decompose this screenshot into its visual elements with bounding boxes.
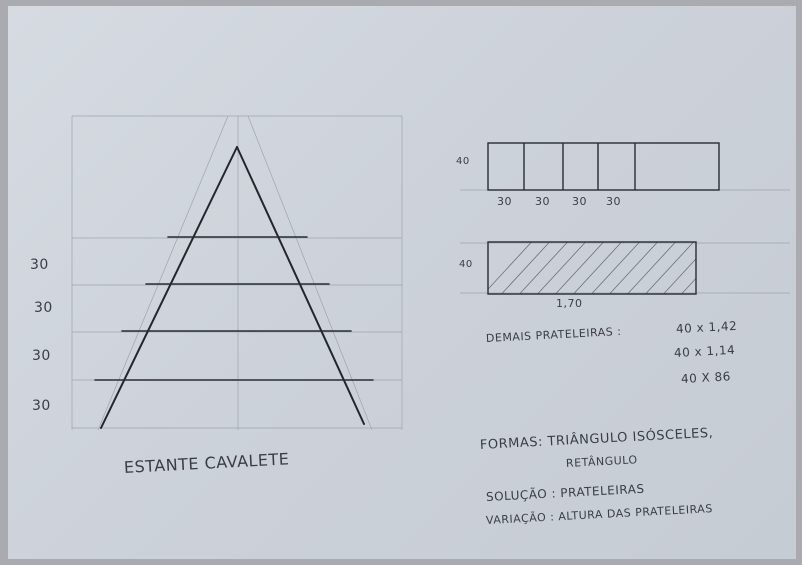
shelf-detail-length-label: 1,70 bbox=[556, 297, 583, 310]
shelf-height-label-4: 30 bbox=[32, 398, 51, 414]
other-shelf-size-3: 40 X 86 bbox=[680, 369, 732, 386]
top-view-spacing-4: 30 bbox=[606, 195, 621, 208]
top-view-spacing-3: 30 bbox=[572, 195, 587, 208]
shelf-hatching bbox=[488, 242, 696, 294]
a-frame-easel bbox=[100, 146, 365, 429]
shelf-height-label-3: 30 bbox=[32, 348, 51, 364]
a-frame-shelves bbox=[94, 236, 374, 381]
shelf-height-label-2: 30 bbox=[34, 300, 53, 316]
shelf-height-label-1: 30 bbox=[30, 257, 49, 273]
shelf-detail-rect bbox=[487, 241, 697, 295]
shelf-detail-depth-label: 40 bbox=[459, 259, 473, 270]
top-view-depth-label: 40 bbox=[456, 156, 470, 167]
top-view-grid bbox=[487, 142, 720, 191]
top-view-spacing-2: 30 bbox=[535, 195, 550, 208]
top-view-spacing-1: 30 bbox=[497, 195, 512, 208]
